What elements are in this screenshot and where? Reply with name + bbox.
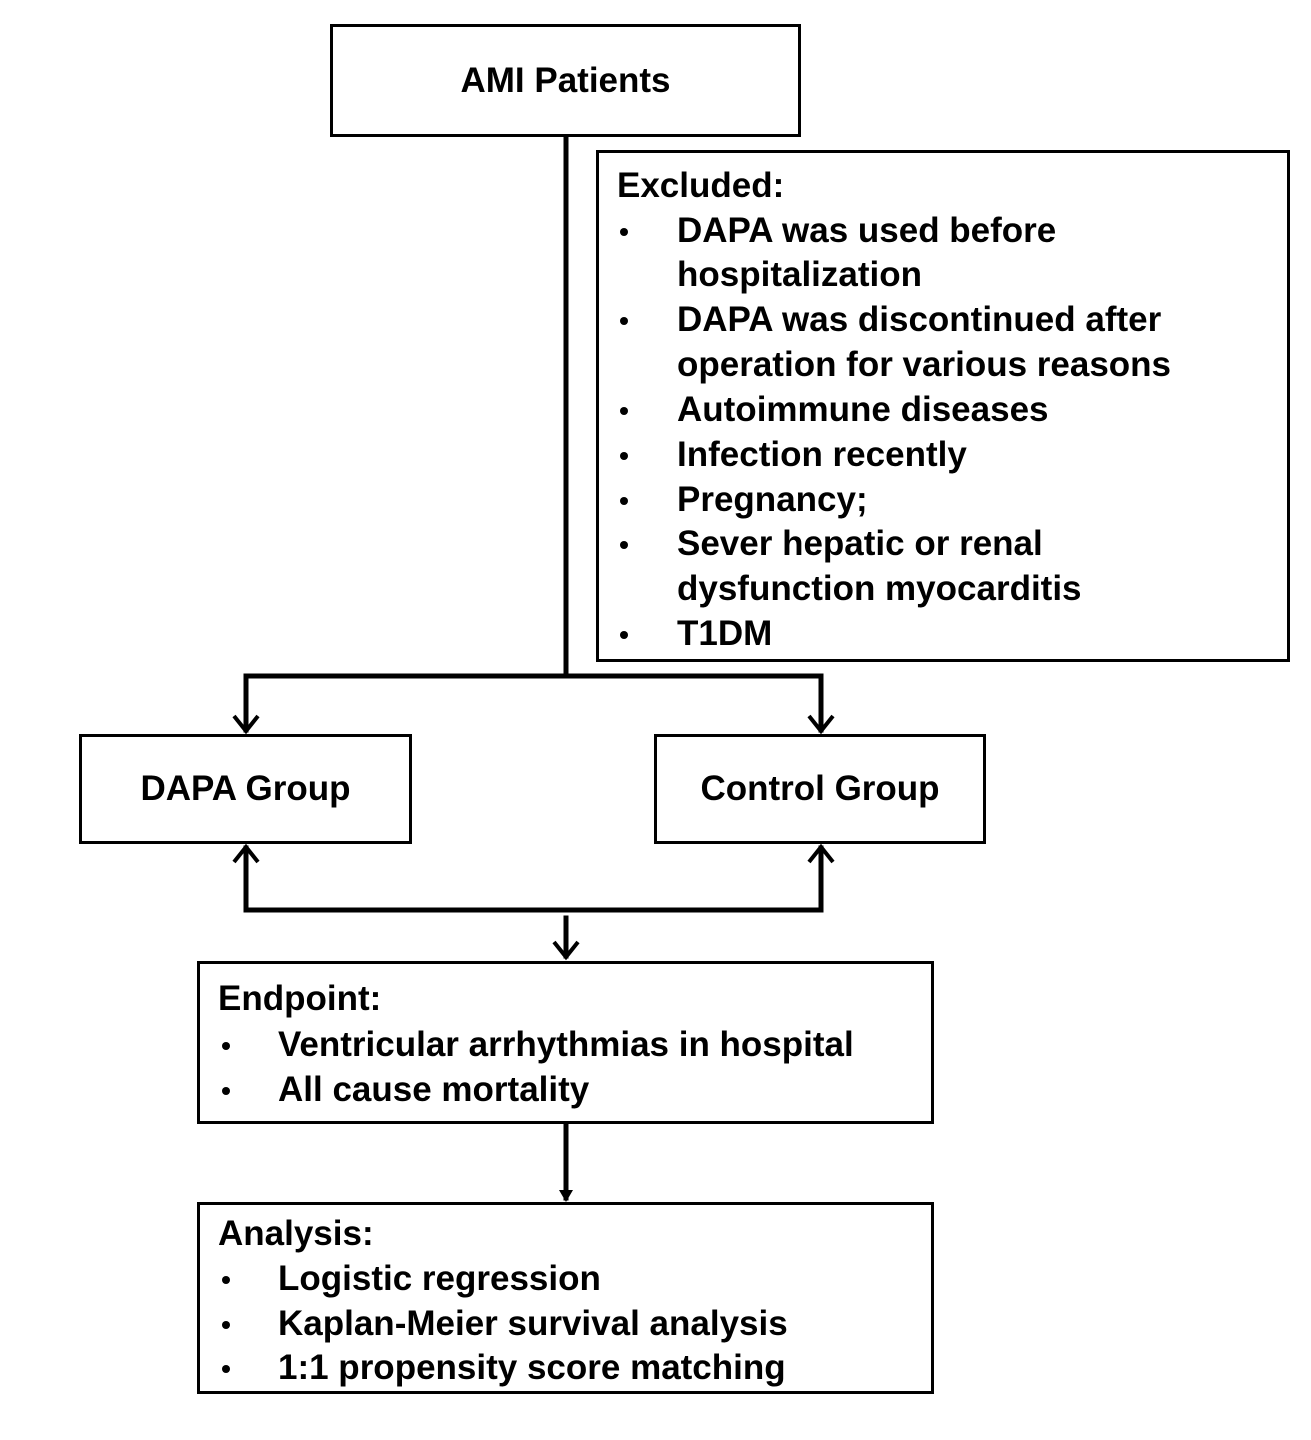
ami-patients-label: AMI Patients [460, 60, 671, 100]
excluded-item-5: Pregnancy; [677, 480, 868, 519]
arrow-analysis-down [559, 1190, 573, 1202]
endpoint-item-2: All cause mortality [278, 1070, 590, 1109]
arrow-dapa-up [232, 843, 260, 864]
arrow-control-up [807, 843, 835, 864]
analysis-item-2: Kaplan-Meier survival analysis [278, 1304, 788, 1343]
excluded-item-3: Autoimmune diseases [677, 390, 1049, 429]
control-group-label: Control Group [700, 769, 940, 808]
arrow-endpoint-down [552, 940, 580, 961]
endpoint-title: Endpoint: [218, 979, 382, 1018]
arrow-dapa-down [232, 714, 260, 735]
analysis-item-1: Logistic regression [278, 1259, 601, 1298]
control-group-box: Control Group [654, 734, 986, 844]
ami-patients-box: AMI Patients [330, 24, 801, 137]
arrow-control-down [807, 714, 835, 735]
excluded-item-4: Infection recently [677, 435, 967, 474]
excluded-item-2-line-2: operation for various reasons [677, 345, 1172, 384]
dapa-group-box: DAPA Group [79, 734, 412, 844]
analysis-bullet [222, 1321, 230, 1329]
endpoint-bullet [222, 1042, 230, 1050]
excluded-title: Excluded: [617, 166, 785, 205]
analysis-title: Analysis: [218, 1214, 374, 1253]
excluded-item-2-line-1: DAPA was discontinued after [677, 300, 1162, 339]
excluded-bullet [620, 541, 628, 549]
analysis-bullet [222, 1365, 230, 1373]
endpoint-bullet [222, 1087, 230, 1095]
analysis-bullet [222, 1276, 230, 1284]
endpoint-item-1: Ventricular arrhythmias in hospital [278, 1025, 854, 1064]
excluded-item-1-line-1: DAPA was used before [677, 211, 1057, 250]
dapa-group-label: DAPA Group [140, 769, 351, 808]
excluded-item-6-line-1: Sever hepatic or renal [677, 524, 1043, 563]
excluded-bullet [620, 452, 628, 460]
excluded-bullet [620, 631, 628, 639]
analysis-box: Analysis: Logistic regression Kaplan-Mei… [197, 1202, 934, 1394]
excluded-bullet [620, 228, 628, 236]
excluded-box: Excluded: DAPA was used before hospitali… [596, 150, 1290, 662]
excluded-item-7: T1DM [677, 614, 773, 653]
analysis-item-3: 1:1 propensity score matching [278, 1348, 786, 1387]
excluded-item-6-line-2: dysfunction myocarditis [677, 569, 1082, 608]
excluded-bullet [620, 497, 628, 505]
excluded-bullet [620, 407, 628, 415]
endpoint-box: Endpoint: Ventricular arrhythmias in hos… [197, 961, 934, 1124]
excluded-item-1-line-2: hospitalization [677, 255, 922, 294]
excluded-bullet [620, 317, 628, 325]
